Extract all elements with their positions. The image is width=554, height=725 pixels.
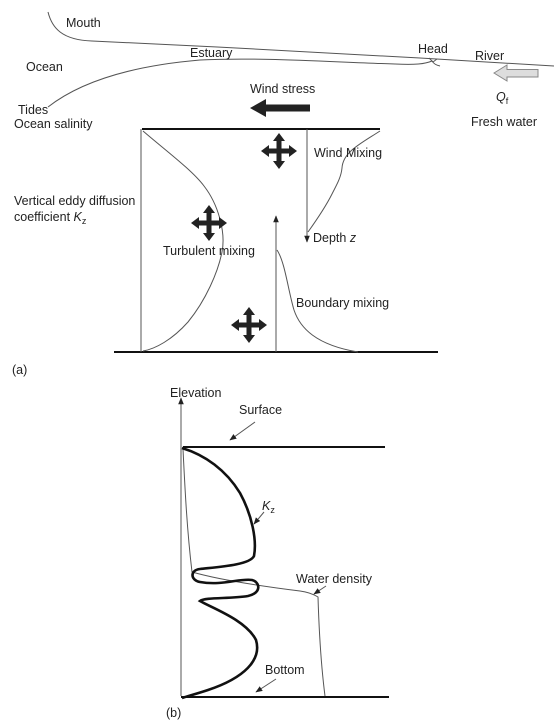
panel-a-label: (a): [12, 363, 27, 377]
kz-title-line2: coefficient Kz: [14, 210, 87, 226]
fresh-water-label: Fresh water: [471, 115, 537, 129]
wind-stress-arrow-icon: [250, 99, 310, 117]
ocean-salinity-label: Ocean salinity: [14, 117, 93, 131]
river-label: River: [475, 49, 504, 63]
head-label: Head: [418, 42, 448, 56]
estuary-lower-shoreline: [47, 58, 441, 108]
water-density-pointer-icon: [313, 585, 327, 595]
boundary-mixing-cross-icon: [231, 307, 267, 343]
surface-label: Surface: [239, 403, 282, 417]
boundary-mixing-curve: [276, 249, 359, 353]
turbulent-mixing-cross-icon: [191, 205, 227, 241]
bottom-label: Bottom: [265, 663, 305, 677]
boundary-mixing-label: Boundary mixing: [296, 296, 389, 310]
estuary-upper-shoreline: [47, 11, 554, 67]
kz-profile-curve-b: [181, 446, 260, 700]
panel-b: Elevation Surface Kz Water density Botto…: [166, 386, 389, 720]
tides-label: Tides: [18, 103, 48, 117]
kz-title-line1: Vertical eddy diffusion: [14, 194, 135, 208]
water-density-curve: [182, 448, 326, 697]
estuary-label: Estuary: [190, 46, 233, 60]
elevation-label: Elevation: [170, 386, 221, 400]
kz-pointer-icon: [253, 511, 265, 525]
turbulent-mixing-label: Turbulent mixing: [163, 244, 255, 258]
water-density-label: Water density: [296, 572, 373, 586]
ocean-label: Ocean: [26, 60, 63, 74]
depth-z-label: Depth z: [313, 231, 357, 245]
wind-mixing-curve: [307, 130, 381, 233]
mouth-label: Mouth: [66, 16, 101, 30]
wind-mixing-label: Wind Mixing: [314, 146, 382, 160]
qf-label: Qf: [496, 90, 509, 106]
panel-a: Mouth Ocean Estuary Head River Tides Oce…: [12, 11, 554, 377]
fresh-water-arrow-icon: [493, 64, 539, 82]
wind-stress-label: Wind stress: [250, 82, 315, 96]
head-marker: [428, 57, 438, 63]
bottom-pointer-icon: [255, 678, 277, 693]
wind-mixing-cross-icon: [261, 133, 297, 169]
kz-label-b: Kz: [262, 499, 275, 515]
panel-b-label: (b): [166, 706, 181, 720]
surface-pointer-icon: [229, 421, 256, 441]
kz-profile-curve: [142, 130, 224, 352]
